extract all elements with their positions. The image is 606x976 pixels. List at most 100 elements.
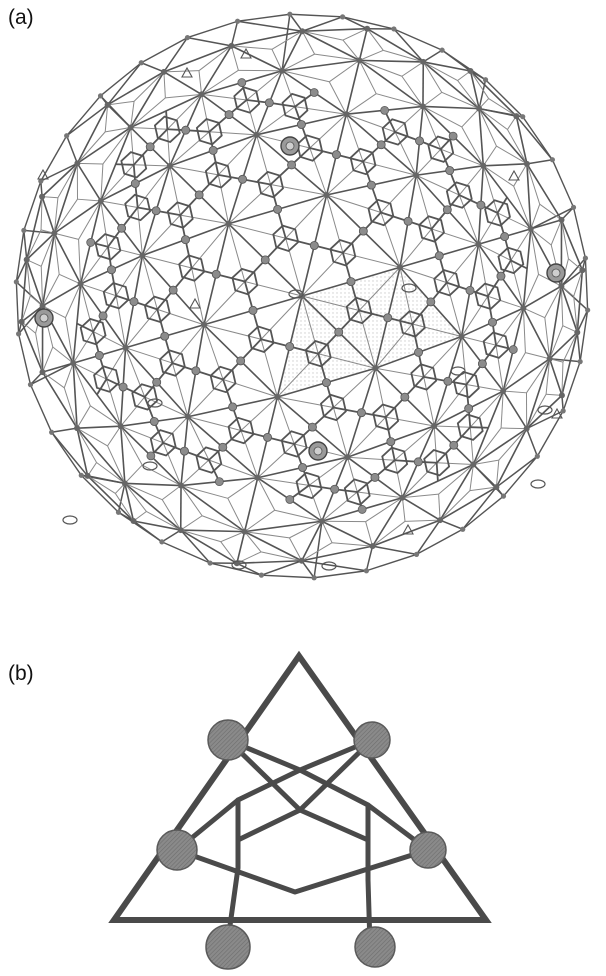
median-line [181, 460, 209, 486]
rim-spoke [394, 29, 423, 62]
twofold-symbol [63, 516, 77, 524]
network-node [310, 242, 318, 250]
median-line [54, 199, 77, 233]
median-line [108, 426, 121, 446]
median-line [131, 98, 166, 128]
rim-vertex [116, 510, 121, 515]
rim-vertex [28, 382, 33, 387]
triangulation-edge [503, 391, 526, 429]
triangulation-edge [164, 46, 232, 72]
network-node [465, 405, 473, 413]
network-node [384, 314, 392, 322]
lattice-vertex [500, 388, 506, 394]
rim-spoke [238, 21, 303, 31]
rim-vertex [287, 12, 292, 17]
rim-vertex [79, 473, 84, 478]
triangulation-edge [125, 483, 181, 485]
median-line [447, 244, 479, 282]
rim-vertex [259, 573, 264, 578]
lattice-vertex [299, 28, 305, 34]
median-line [563, 332, 577, 362]
network-node [219, 443, 227, 451]
network-node [450, 441, 458, 449]
network-node [288, 161, 296, 169]
network-node [308, 423, 316, 431]
network-node [152, 207, 160, 215]
inner-connector [314, 246, 343, 253]
median-line [241, 397, 277, 431]
median-line [483, 146, 496, 166]
median-line [459, 166, 483, 195]
network-node [488, 318, 496, 326]
median-line [131, 127, 168, 129]
rim-spoke [141, 63, 164, 72]
triangulation-edge [483, 164, 527, 166]
rim-edge [16, 282, 18, 334]
rim-vertex [535, 454, 540, 459]
network-node [225, 111, 233, 119]
inner-connector [261, 339, 290, 346]
median-line [295, 107, 346, 115]
rim-vertex [207, 560, 212, 565]
median-line [347, 457, 394, 460]
triangulation-edge [42, 197, 54, 234]
triangulation-edge [322, 521, 373, 546]
triangulation-edge [302, 29, 367, 32]
median-line [78, 199, 101, 201]
network-node [118, 224, 126, 232]
median-line [142, 465, 181, 485]
rim-edge [563, 362, 580, 411]
lattice-vertex [40, 303, 46, 309]
lattice-vertex [467, 68, 473, 74]
lattice-vertex [167, 163, 173, 169]
triangulation-edge [359, 29, 367, 61]
lattice-vertex [437, 517, 443, 523]
median-line [126, 309, 158, 347]
rim-spoke [118, 483, 124, 512]
median-line [163, 417, 188, 443]
rim-spoke [423, 50, 442, 62]
rim-edge [523, 117, 553, 160]
rim-spoke [479, 80, 485, 109]
lattice-vertex [139, 253, 145, 259]
median-line [470, 427, 473, 464]
triangulation-edge [373, 520, 441, 546]
rim-edge [24, 181, 41, 230]
median-line [53, 347, 73, 363]
lattice-vertex [480, 163, 486, 169]
lattice-vertex [161, 69, 167, 75]
rim-spoke [162, 530, 181, 542]
lattice-vertex [201, 322, 207, 328]
network-node [332, 151, 340, 159]
median-line [366, 498, 403, 522]
median-line [302, 31, 343, 40]
median-line [416, 149, 441, 175]
network-node [358, 505, 366, 513]
lattice-vertex [131, 518, 137, 524]
median-line [77, 163, 103, 164]
median-line [258, 478, 309, 486]
lattice-vertex [470, 462, 476, 468]
rim-vertex [185, 35, 190, 40]
lattice-vertex [226, 221, 232, 227]
lattice-vertex [559, 217, 565, 223]
threefold-symbol [182, 68, 192, 77]
network-node [299, 463, 307, 471]
lattice-vertex [476, 106, 482, 112]
median-line [462, 336, 467, 384]
median-line [258, 444, 294, 478]
rim-vertex [571, 205, 576, 210]
rim-edge [141, 38, 187, 63]
triangulation-edge [562, 220, 583, 270]
inner-connector [97, 379, 107, 395]
median-line [562, 220, 569, 259]
median-line [202, 70, 239, 94]
network-node [477, 201, 485, 209]
median-line [221, 542, 237, 564]
median-line [257, 135, 271, 185]
lattice-vertex [178, 527, 184, 533]
median-line [42, 347, 52, 372]
rim-spoke [440, 520, 463, 529]
median-line [439, 494, 440, 520]
lattice-vertex [254, 132, 260, 138]
